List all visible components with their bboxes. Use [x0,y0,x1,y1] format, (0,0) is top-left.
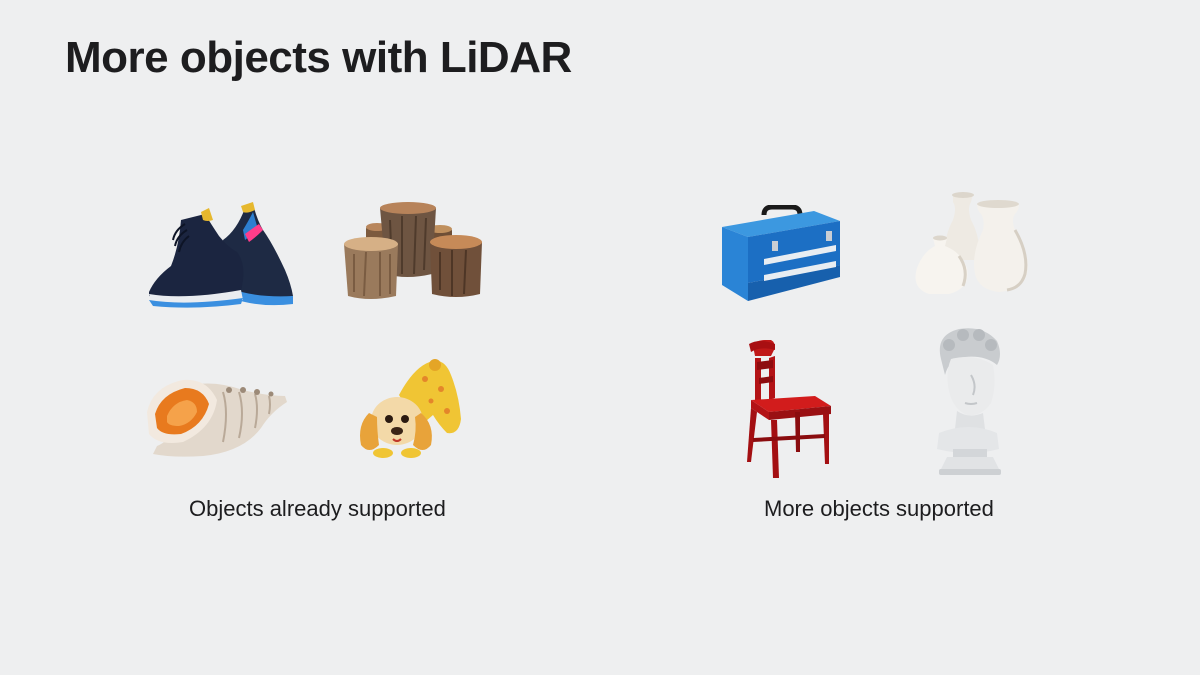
caption-more-supported: More objects supported [764,496,994,521]
tree-stumps-image [340,200,485,302]
toy-dog-figurine-image [355,355,465,460]
toolbox-image [718,205,843,303]
vases-image [915,190,1033,296]
sneakers-image [145,200,295,310]
slide-title: More objects with LiDAR [65,33,572,82]
bust-statue-image [925,325,1010,477]
seashell-image [143,372,288,460]
red-chair-image [745,340,833,480]
caption-already-supported: Objects already supported [189,496,446,521]
